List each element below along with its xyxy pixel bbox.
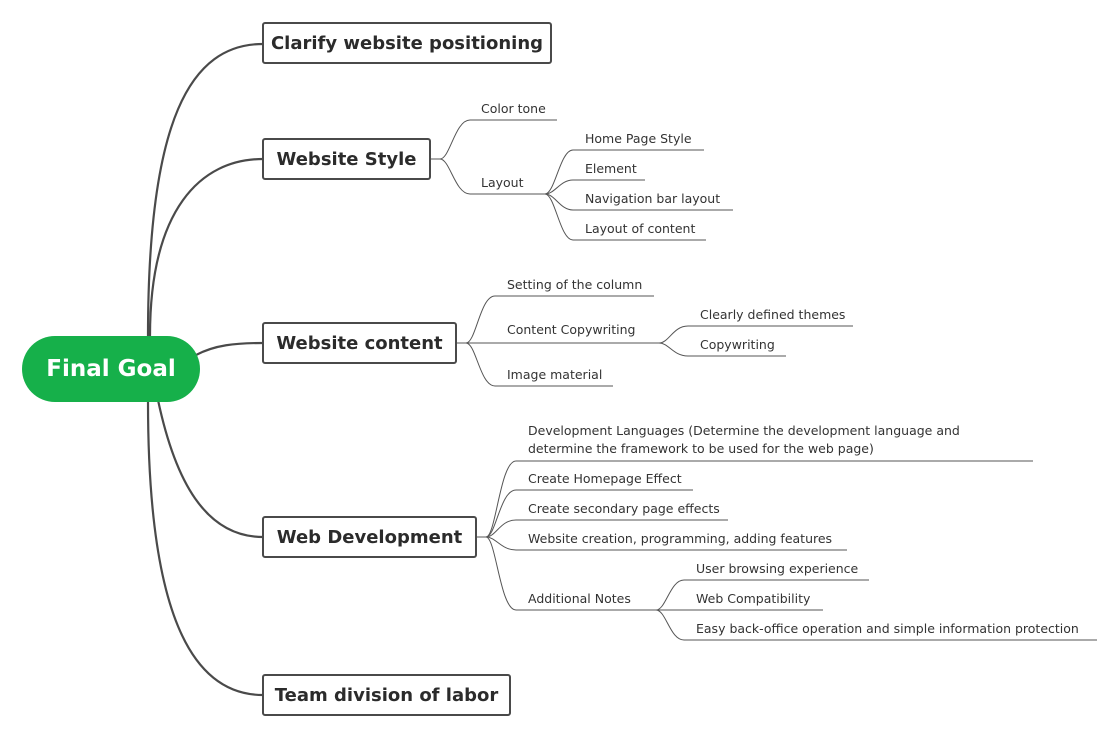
node-web-compatibility[interactable]: Web Compatibility	[696, 591, 811, 606]
branch-web-development[interactable]: Web Development	[262, 516, 477, 558]
connector-root-content	[194, 341, 265, 357]
connector-root-positioning	[146, 42, 265, 338]
node-website-creation[interactable]: Website creation, programming, adding fe…	[528, 531, 833, 546]
branch-website-content[interactable]: Website content	[262, 322, 457, 364]
node-layout[interactable]: Layout	[481, 175, 524, 190]
branch-website-style[interactable]: Website Style	[262, 138, 431, 180]
node-copywriting[interactable]: Copywriting	[700, 337, 775, 352]
branch-clarify-positioning[interactable]: Clarify website positioning	[262, 22, 552, 64]
node-create-secondary-page-effects[interactable]: Create secondary page effects	[528, 501, 720, 516]
connector-root-style	[148, 157, 265, 338]
branch-team-division[interactable]: Team division of labor	[262, 674, 511, 716]
node-back-office-operation[interactable]: Easy back-office operation and simple in…	[696, 621, 1079, 636]
node-home-page-style[interactable]: Home Page Style	[585, 131, 692, 146]
node-content-copywriting[interactable]: Content Copywriting	[507, 322, 636, 337]
node-navigation-bar-layout[interactable]: Navigation bar layout	[585, 191, 721, 206]
node-element[interactable]: Element	[585, 161, 637, 176]
node-development-languages[interactable]: Development Languages (Determine the dev…	[528, 423, 960, 456]
node-image-material[interactable]: Image material	[507, 367, 603, 382]
node-clearly-defined-themes[interactable]: Clearly defined themes	[700, 307, 846, 322]
connector-root-team	[146, 400, 265, 697]
node-layout-of-content[interactable]: Layout of content	[585, 221, 696, 236]
node-color-tone[interactable]: Color tone	[481, 101, 546, 116]
node-create-homepage-effect[interactable]: Create Homepage Effect	[528, 471, 682, 486]
node-user-browsing-experience[interactable]: User browsing experience	[696, 561, 859, 576]
connector-root-development	[156, 398, 265, 539]
node-additional-notes[interactable]: Additional Notes	[528, 591, 631, 606]
root-node-final-goal[interactable]: Final Goal	[22, 336, 200, 402]
node-setting-of-column[interactable]: Setting of the column	[507, 277, 643, 292]
